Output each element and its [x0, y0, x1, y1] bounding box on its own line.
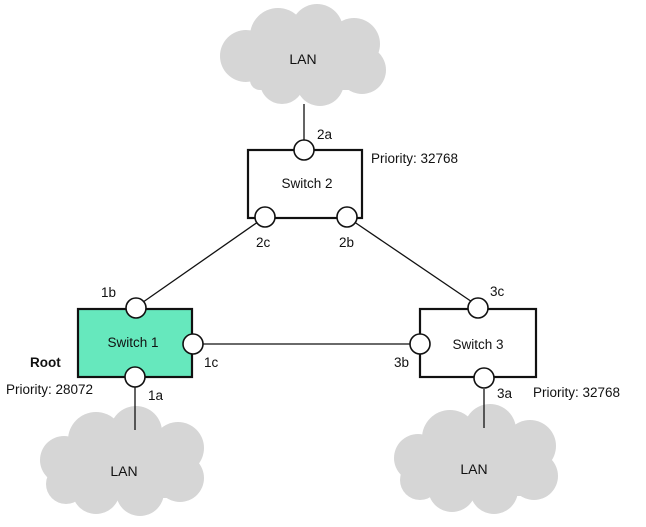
link-2c-1b — [135, 216, 266, 308]
lan-label-left: LAN — [110, 463, 137, 479]
switch-2-label: Switch 2 — [281, 176, 332, 191]
port-1a — [124, 366, 146, 388]
lan-label-top: LAN — [289, 51, 316, 67]
switch-3-label: Switch 3 — [452, 337, 503, 352]
switch-1-box — [76, 307, 194, 379]
port-1b — [125, 297, 147, 319]
port-label-2b: 2b — [339, 235, 354, 250]
port-3b — [409, 333, 431, 355]
switch-3-priority: Priority: 32768 — [533, 385, 620, 400]
port-3c — [467, 297, 489, 319]
port-label-1c: 1c — [204, 355, 219, 370]
port-label-1a: 1a — [148, 388, 164, 403]
lan-cloud-right — [394, 404, 558, 514]
port-label-2a: 2a — [317, 127, 333, 142]
switch-2-priority: Priority: 32768 — [371, 151, 458, 166]
port-1c — [182, 333, 204, 355]
lan-label-right: LAN — [460, 461, 487, 477]
port-2c — [254, 206, 276, 228]
root-label: Root — [30, 355, 61, 370]
port-label-1b: 1b — [101, 285, 116, 300]
port-2b — [336, 206, 358, 228]
port-label-2c: 2c — [256, 235, 271, 250]
lan-cloud-left — [40, 406, 204, 516]
switch-1-priority: Priority: 28072 — [6, 382, 93, 397]
lan-cloud-top — [220, 4, 386, 106]
switch-1-label: Switch 1 — [107, 335, 158, 350]
port-2a — [293, 139, 315, 161]
port-label-3b: 3b — [394, 355, 409, 370]
port-label-3c: 3c — [490, 284, 505, 299]
port-label-3a: 3a — [497, 386, 513, 401]
link-2b-3c — [346, 216, 479, 307]
port-3a — [473, 367, 495, 389]
